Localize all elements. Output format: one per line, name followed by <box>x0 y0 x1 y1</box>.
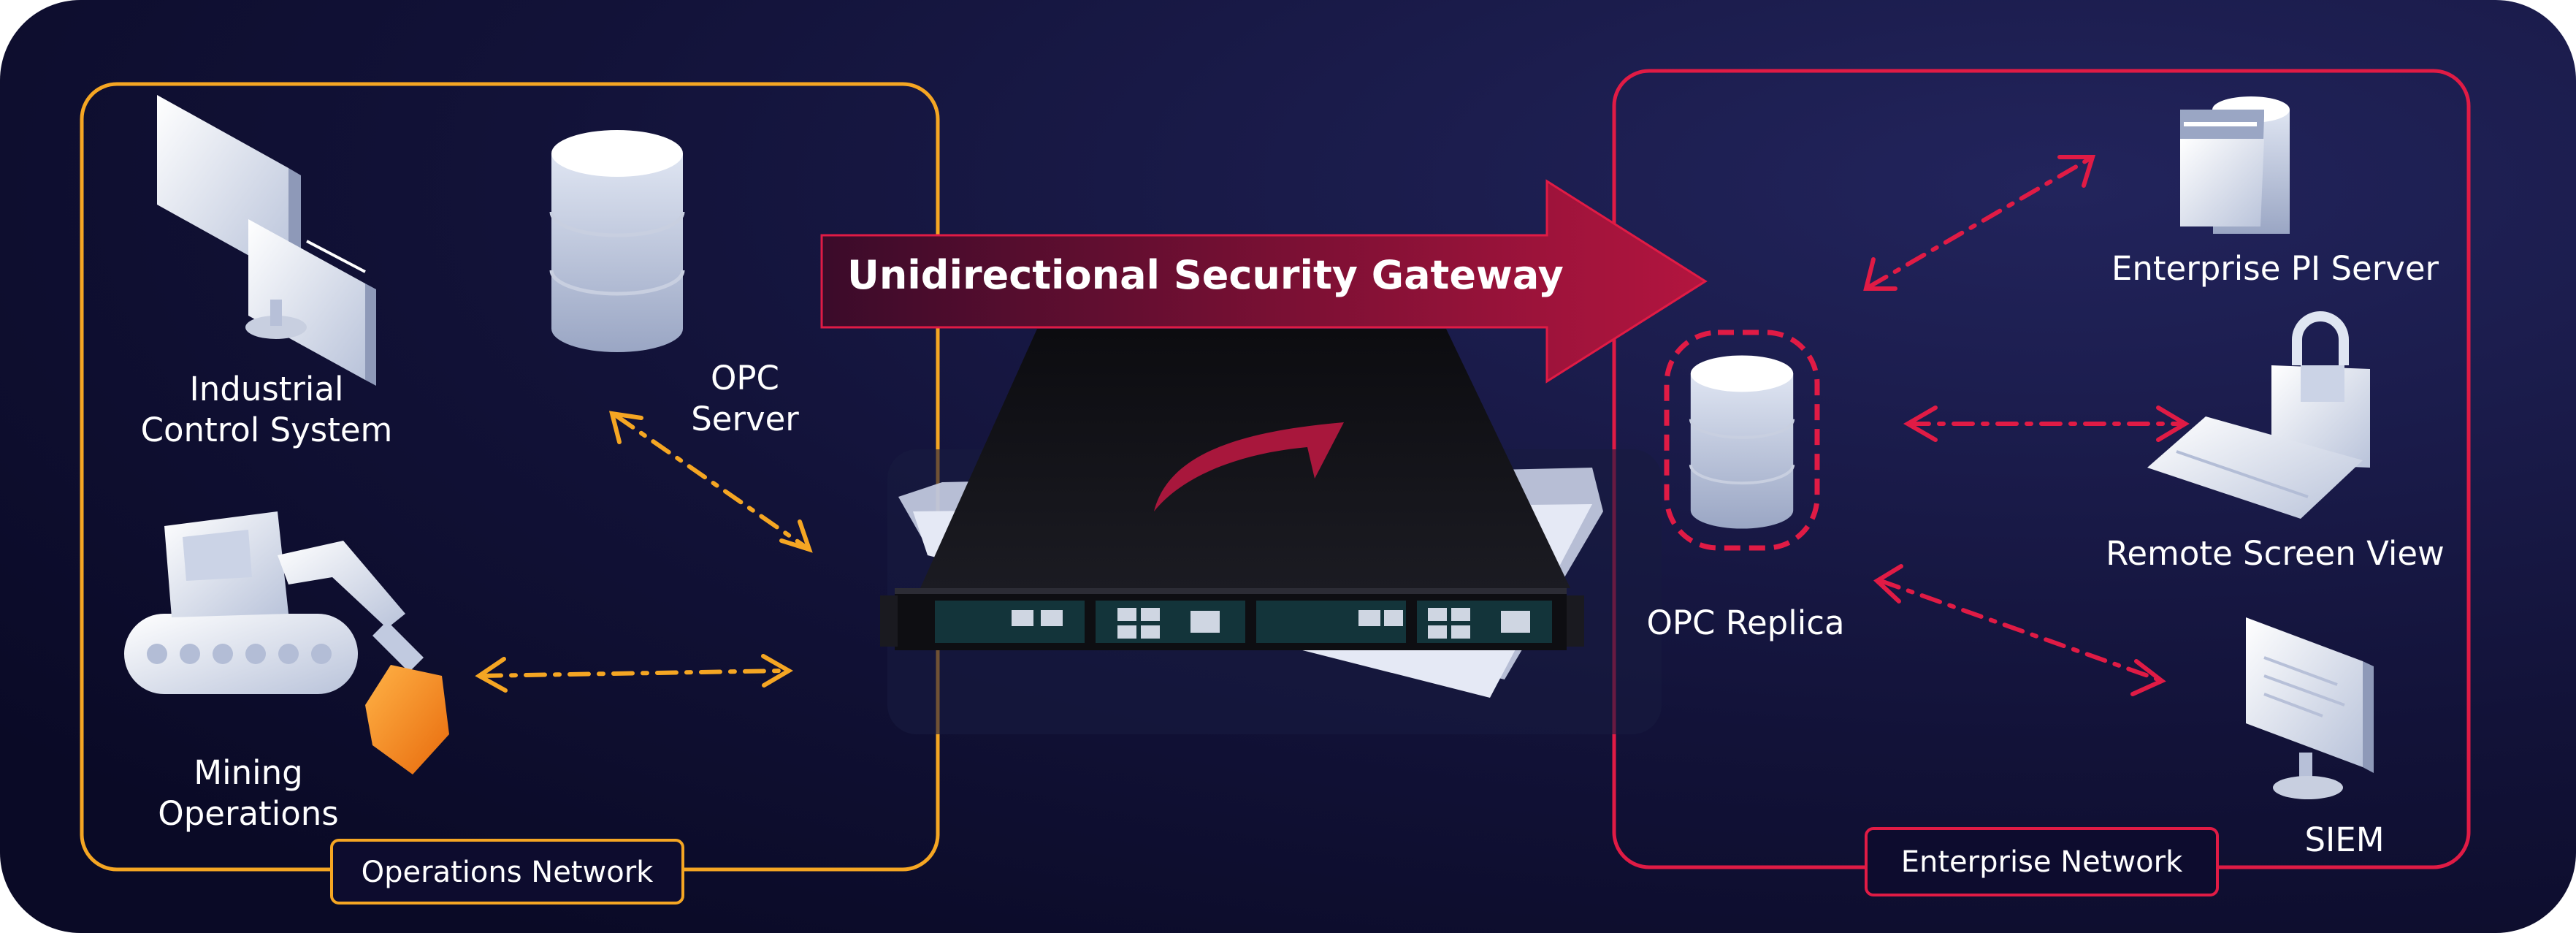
gateway-arrow <box>820 179 1708 384</box>
opc-replica-label: OPC Replica <box>1646 603 1845 642</box>
mining-label: Mining Operations <box>158 753 339 833</box>
monitor-icon <box>157 95 376 386</box>
rack-appliance-icon <box>880 329 1662 734</box>
opc-server-label: OPC Server <box>691 359 799 438</box>
server-folder-icon <box>2180 96 2290 234</box>
enterprise-dataflow-arrows <box>1868 157 2186 682</box>
excavator-icon <box>124 511 449 774</box>
ics-label: Industrial Control System <box>140 370 393 449</box>
monitor-icon <box>2246 617 2374 799</box>
operations-network-tag: Operations Network <box>330 839 684 905</box>
operations-dataflow-arrows <box>480 414 809 678</box>
remote-screen-label: Remote Screen View <box>2106 534 2445 573</box>
pi-server-label: Enterprise PI Server <box>2111 249 2439 288</box>
siem-label: SIEM <box>2304 820 2385 859</box>
database-icon <box>551 130 683 352</box>
replica-highlight-ring <box>1664 330 1820 551</box>
gateway-label: Unidirectional Security Gateway <box>847 252 1564 298</box>
database-icon <box>1689 354 1795 530</box>
enterprise-network-tag: Enterprise Network <box>1865 827 2219 896</box>
laptop-lock-icon <box>2147 311 2370 519</box>
